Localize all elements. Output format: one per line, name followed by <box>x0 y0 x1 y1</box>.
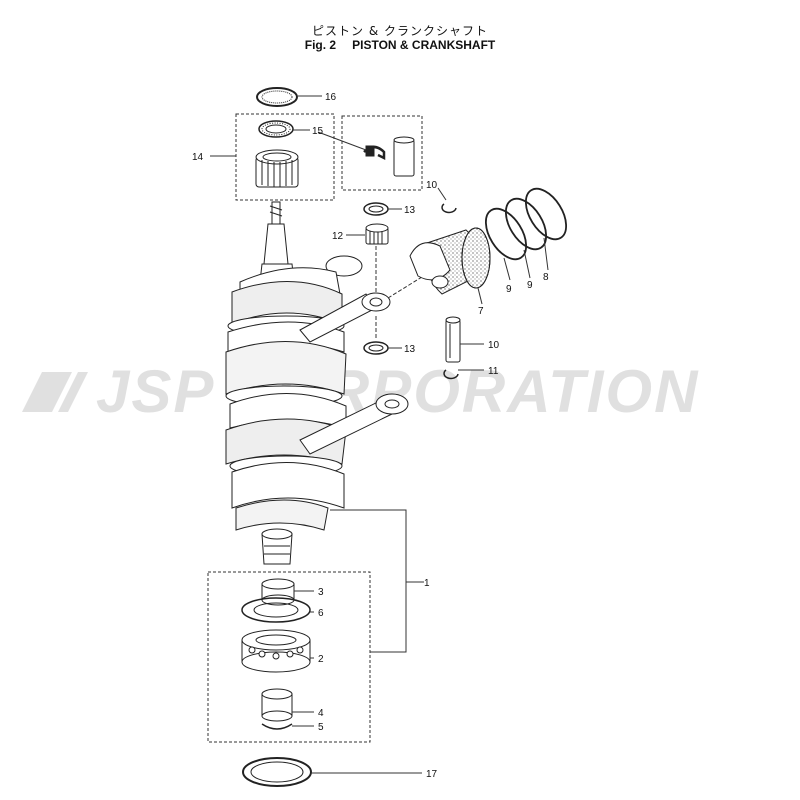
callout-14: 14 <box>192 152 204 163</box>
part-7-piston <box>409 227 491 295</box>
part-10-piston-pin <box>445 316 461 363</box>
part-4-sleeve <box>261 688 293 722</box>
part-9-piston-ring-a <box>484 207 528 261</box>
part-3-bearing-race <box>261 578 295 606</box>
callout-16: 16 <box>325 92 337 103</box>
part-2-ball-bearing <box>241 629 311 673</box>
bracket-part-1 <box>330 509 407 653</box>
connecting-rods <box>299 292 409 455</box>
callout-17: 17 <box>426 769 438 780</box>
leader-lines <box>210 95 549 774</box>
callout-8: 8 <box>543 272 549 283</box>
detail-sketch <box>363 136 415 177</box>
part-13-washer-lower <box>363 341 389 355</box>
part-6-washer <box>241 597 311 623</box>
callout-9-b: 9 <box>527 280 533 291</box>
part-8-piston-ring <box>524 187 568 241</box>
figure-title-english: PISTON & CRANKSHAFT <box>352 38 496 52</box>
figure-title: Fig. 2 PISTON & CRANKSHAFT <box>0 38 800 52</box>
part-12-needle-bearing <box>365 223 389 245</box>
callout-4: 4 <box>318 708 324 719</box>
callout-9-a: 9 <box>506 284 512 295</box>
group-box-detail <box>341 115 423 191</box>
part-13-washer-upper <box>363 202 389 216</box>
callout-6: 6 <box>318 608 324 619</box>
part-15-bearing <box>258 120 294 138</box>
callout-15: 15 <box>312 126 324 137</box>
watermark-logo-stripe <box>58 372 88 412</box>
part-9-piston-ring-b <box>504 197 548 251</box>
callout-12: 12 <box>332 231 344 242</box>
part-5-clip <box>261 723 293 730</box>
callout-3: 3 <box>318 587 324 598</box>
callout-13-upper: 13 <box>404 205 416 216</box>
callout-13-lower: 13 <box>404 344 416 355</box>
callout-11: 11 <box>488 366 499 377</box>
watermark-logo-stripe <box>22 372 72 412</box>
callout-10-upper: 10 <box>426 180 438 191</box>
group-box-bearings <box>207 571 371 743</box>
callout-7: 7 <box>478 306 484 317</box>
callout-5: 5 <box>318 722 324 733</box>
part-11-circlip <box>443 369 459 380</box>
figure-number: Fig. 2 <box>304 38 337 52</box>
figure-title-japanese: ピストン & クランクシャフト <box>312 24 488 38</box>
callout-2: 2 <box>318 654 324 665</box>
callout-10-lower: 10 <box>488 340 500 351</box>
part-14-needle-bearing <box>255 149 299 188</box>
watermark-text: JSP CORPORATION <box>96 358 699 425</box>
part-16-ring <box>256 87 298 107</box>
callout-1: 1 <box>424 578 430 589</box>
assembly-line <box>387 271 431 299</box>
part-10-circlip <box>441 203 457 214</box>
part-17-seal-ring <box>242 757 312 787</box>
group-box-14 <box>235 113 335 201</box>
